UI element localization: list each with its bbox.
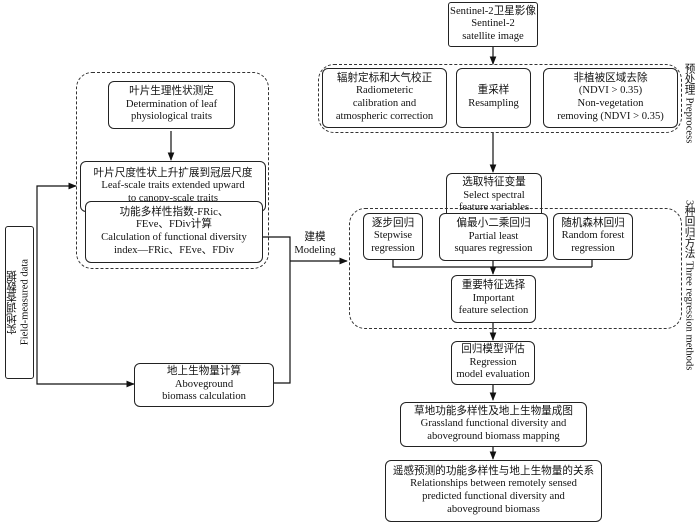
line-fd-to-modeling [263,236,291,261]
field-traits-group [76,72,269,269]
leaf-traits-en1: Determination of leaf [125,98,218,110]
radiometric-en2: calibration and [352,98,417,109]
model-evaluation-box: 回归模型评估 Regression model evaluation [451,341,535,385]
pls-zh: 偏最小二乘回归 [456,218,531,230]
sentinel-en2: satellite image [462,30,524,42]
functional-diversity-en1: Calculation of functional diversity [101,232,247,243]
upscale-traits-en2: to canopy-scale traits [127,192,218,204]
upscale-traits-zh: 叶片尺度性状上升扩展到冠层尺度 [93,167,253,179]
radiometric-calibration-box: 辐射定标和大气校正 Radiometeric calibration and a… [322,68,447,128]
relationship-en3: aboveground biomass [447,503,540,515]
select-en2: feature variables [458,202,530,214]
modeling-label: 建模 Modeling [290,232,340,257]
mapping-en1: Grassland functional diversity and [420,418,567,430]
nonveg-zh: 非植被区域去除 [573,72,648,84]
important-zh: 重要特征选择 [461,280,526,292]
stepwise-zh: 逐步回归 [371,217,415,229]
rf-en1: Random forest [561,230,625,242]
leaf-traits-box: 叶片生理性状测定 Determination of leaf physiolog… [108,81,235,129]
aboveground-biomass-en2: biomass calculation [162,391,246,403]
relationship-zh: 遥感预测的功能多样性与地上生物量的关系 [392,465,595,477]
mapping-zh: 草地功能多样性及地上生物量成图 [414,405,573,417]
functional-diversity-zh2: FEve、FDiv计算 [136,219,212,231]
regression-side-label: 3种回归方法 Three regression methods [683,200,695,371]
relationship-box: 遥感预测的功能多样性与地上生物量的关系 Relationships betwee… [385,460,602,522]
non-vegetation-removal-box: 非植被区域去除 (NDVI > 0.35) Non-vegetation rem… [543,68,678,128]
relationship-en2: predicted functional diversity and [422,491,565,502]
modeling-zh: 建模 [304,232,326,243]
field-measured-data-en: Field-measured data [19,259,31,346]
pls-en1: Partial least [468,230,519,242]
nonveg-en1: (NDVI > 0.35) [578,85,643,97]
radiometric-zh: 辐射定标和大气校正 [336,72,433,84]
functional-diversity-en2: index—FRic、FEve、FDiv [113,244,235,256]
relationship-en1: Relationships between remotely sensed [410,478,577,490]
evaluation-en2: model evaluation [456,369,530,381]
upscale-traits-en1: Leaf-scale traits extended upward [101,180,245,192]
functional-diversity-box: 功能多样性指数-FRic、 FEve、FDiv计算 Calculation of… [85,201,263,263]
sentinel-image-box: Sentinel-2卫星影像 Sentinel-2 satellite imag… [448,2,538,47]
resampling-zh: 重采样 [477,85,510,97]
nonveg-en2: Non-vegetation [577,98,644,109]
select-zh: 选取特征变量 [462,177,526,189]
preprocess-group [318,64,682,133]
arrow-field-to-agb [36,303,135,388]
regression-methods-group [349,208,682,329]
sentinel-en1: Sentinel-2 [471,18,515,30]
mapping-en2: aboveground biomass mapping [427,430,560,442]
important-feature-selection-box: 重要特征选择 Important feature selection [451,275,536,323]
stepwise-en1: Stepwise [373,230,413,242]
aboveground-biomass-zh: 地上生物量计算 [166,366,242,378]
resampling-box: 重采样 Resampling [456,68,531,128]
leaf-traits-zh: 叶片生理性状测定 [129,86,214,98]
sentinel-zh: Sentinel-2卫星影像 [450,5,536,17]
aboveground-biomass-box: 地上生物量计算 Aboveground biomass calculation [134,363,274,407]
rf-en2: regression [571,242,615,254]
important-en1: Important [472,292,515,304]
leaf-traits-en2: physiological traits [131,111,212,123]
evaluation-en1: Regression [469,356,517,368]
arrow-field-to-leaf [36,182,77,303]
evaluation-zh: 回归模型评估 [461,344,525,356]
field-measured-data-zh: 实地调查数据 [6,270,18,335]
aboveground-biomass-en1: Aboveground [174,378,234,390]
preprocess-side-label: 预处理 Preprocess [683,63,695,144]
line-agb-to-modeling [274,261,291,384]
stepwise-en2: regression [371,242,415,254]
pls-en2: squares regression [454,243,533,255]
modeling-en: Modeling [294,244,336,256]
grassland-mapping-box: 草地功能多样性及地上生物量成图 Grassland functional div… [400,402,587,447]
pls-regression-box: 偏最小二乘回归 Partial least squares regression [439,213,548,261]
functional-diversity-zh: 功能多样性指数-FRic、 [119,206,229,218]
radiometric-en1: Radiometeric [355,85,414,97]
stepwise-regression-box: 逐步回归 Stepwise regression [363,213,423,260]
select-en1: Select spectral [463,189,525,201]
important-en2: feature selection [458,305,529,317]
nonveg-en3: removing (NDVI > 0.35) [557,110,664,122]
field-measured-data-box: 实地调查数据 Field-measured data [5,226,34,379]
resampling-en: Resampling [468,98,519,109]
line-stepwise-down [392,260,592,268]
random-forest-regression-box: 随机森林回归 Random forest regression [553,213,633,260]
radiometric-en3: atmospheric correction [335,110,434,122]
rf-zh: 随机森林回归 [561,217,625,229]
